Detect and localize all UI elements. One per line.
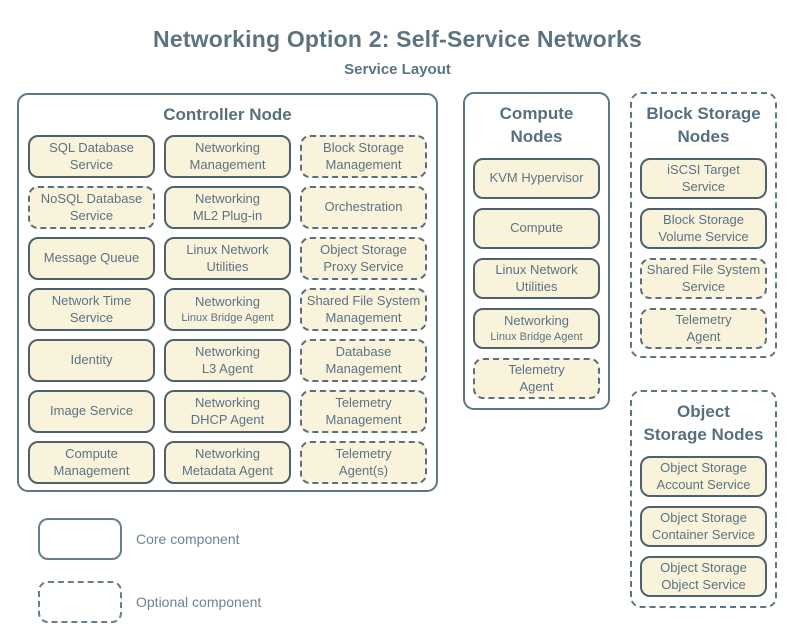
service-linux-network-utilities: Linux Network Utilities xyxy=(164,237,291,280)
service-networking-management: Networking Management xyxy=(164,135,291,178)
block-storage-nodes-title: Block Storage Nodes xyxy=(646,104,761,146)
service-database-management: Database Management xyxy=(300,339,427,382)
service-compute-telemetry-agent: Telemetry Agent xyxy=(473,358,600,399)
service-object-storage-proxy-service: Object Storage Proxy Service xyxy=(300,237,427,280)
object-storage-nodes-panel: Object Storage Nodes Object Storage Acco… xyxy=(630,390,777,608)
service-object-storage-account-service: Object Storage Account Service xyxy=(640,456,767,497)
controller-service-grid: SQL Database Service Networking Manageme… xyxy=(19,135,436,484)
service-image-service: Image Service xyxy=(28,390,155,433)
service-networking-l3-agent: Networking L3 Agent xyxy=(164,339,291,382)
page-subtitle: Service Layout xyxy=(344,61,451,78)
service-message-queue: Message Queue xyxy=(28,237,155,280)
object-storage-service-stack: Object Storage Account Service Object St… xyxy=(632,456,775,597)
controller-node-panel: Controller Node SQL Database Service Net… xyxy=(17,93,438,492)
legend-optional-row: Optional component xyxy=(38,581,261,623)
compute-service-stack: KVM Hypervisor Compute Linux Network Uti… xyxy=(465,158,608,399)
service-compute-linux-network-utilities: Linux Network Utilities xyxy=(473,258,600,299)
service-block-telemetry-agent: Telemetry Agent xyxy=(640,308,767,349)
service-shared-file-system-management: Shared File System Management xyxy=(300,288,427,331)
service-networking-linux-bridge-agent: Networking Linux Bridge Agent xyxy=(164,288,291,331)
service-sql-database-service: SQL Database Service xyxy=(28,135,155,178)
service-networking-ml2-plugin: Networking ML2 Plug-in xyxy=(164,186,291,229)
legend-core-swatch xyxy=(38,518,122,560)
service-block-storage-management: Block Storage Management xyxy=(300,135,427,178)
service-network-time-service: Network Time Service xyxy=(28,288,155,331)
legend-core-label: Core component xyxy=(136,531,240,547)
legend-optional-label: Optional component xyxy=(136,594,262,610)
service-networking-metadata-agent: Networking Metadata Agent xyxy=(164,441,291,484)
legend-core-row: Core component xyxy=(38,518,240,560)
service-telemetry-agents: Telemetry Agent(s) xyxy=(300,441,427,484)
service-block-storage-volume-service: Block Storage Volume Service xyxy=(640,208,767,249)
service-object-storage-container-service: Object Storage Container Service xyxy=(640,506,767,547)
legend-optional-swatch xyxy=(38,581,122,623)
service-kvm-hypervisor: KVM Hypervisor xyxy=(473,158,600,199)
service-orchestration: Orchestration xyxy=(300,186,427,229)
service-telemetry-management: Telemetry Management xyxy=(300,390,427,433)
service-object-storage-object-service: Object Storage Object Service xyxy=(640,556,767,597)
service-compute-management: Compute Management xyxy=(28,441,155,484)
service-shared-file-system-service: Shared File System Service xyxy=(640,258,767,299)
service-nosql-database-service: NoSQL Database Service xyxy=(28,186,155,229)
block-storage-service-stack: iSCSI Target Service Block Storage Volum… xyxy=(632,158,775,349)
service-identity: Identity xyxy=(28,339,155,382)
service-networking-dhcp-agent: Networking DHCP Agent xyxy=(164,390,291,433)
page-title: Networking Option 2: Self-Service Networ… xyxy=(153,26,642,52)
compute-nodes-panel: Compute Nodes KVM Hypervisor Compute Lin… xyxy=(463,92,610,410)
service-compute-networking-linux-bridge-agent: Networking Linux Bridge Agent xyxy=(473,308,600,349)
service-iscsi-target-service: iSCSI Target Service xyxy=(640,158,767,199)
controller-node-title: Controller Node xyxy=(163,104,292,124)
compute-nodes-title: Compute Nodes xyxy=(499,104,574,146)
service-compute: Compute xyxy=(473,208,600,249)
object-storage-nodes-title: Object Storage Nodes xyxy=(643,402,764,444)
block-storage-nodes-panel: Block Storage Nodes iSCSI Target Service… xyxy=(630,92,777,358)
